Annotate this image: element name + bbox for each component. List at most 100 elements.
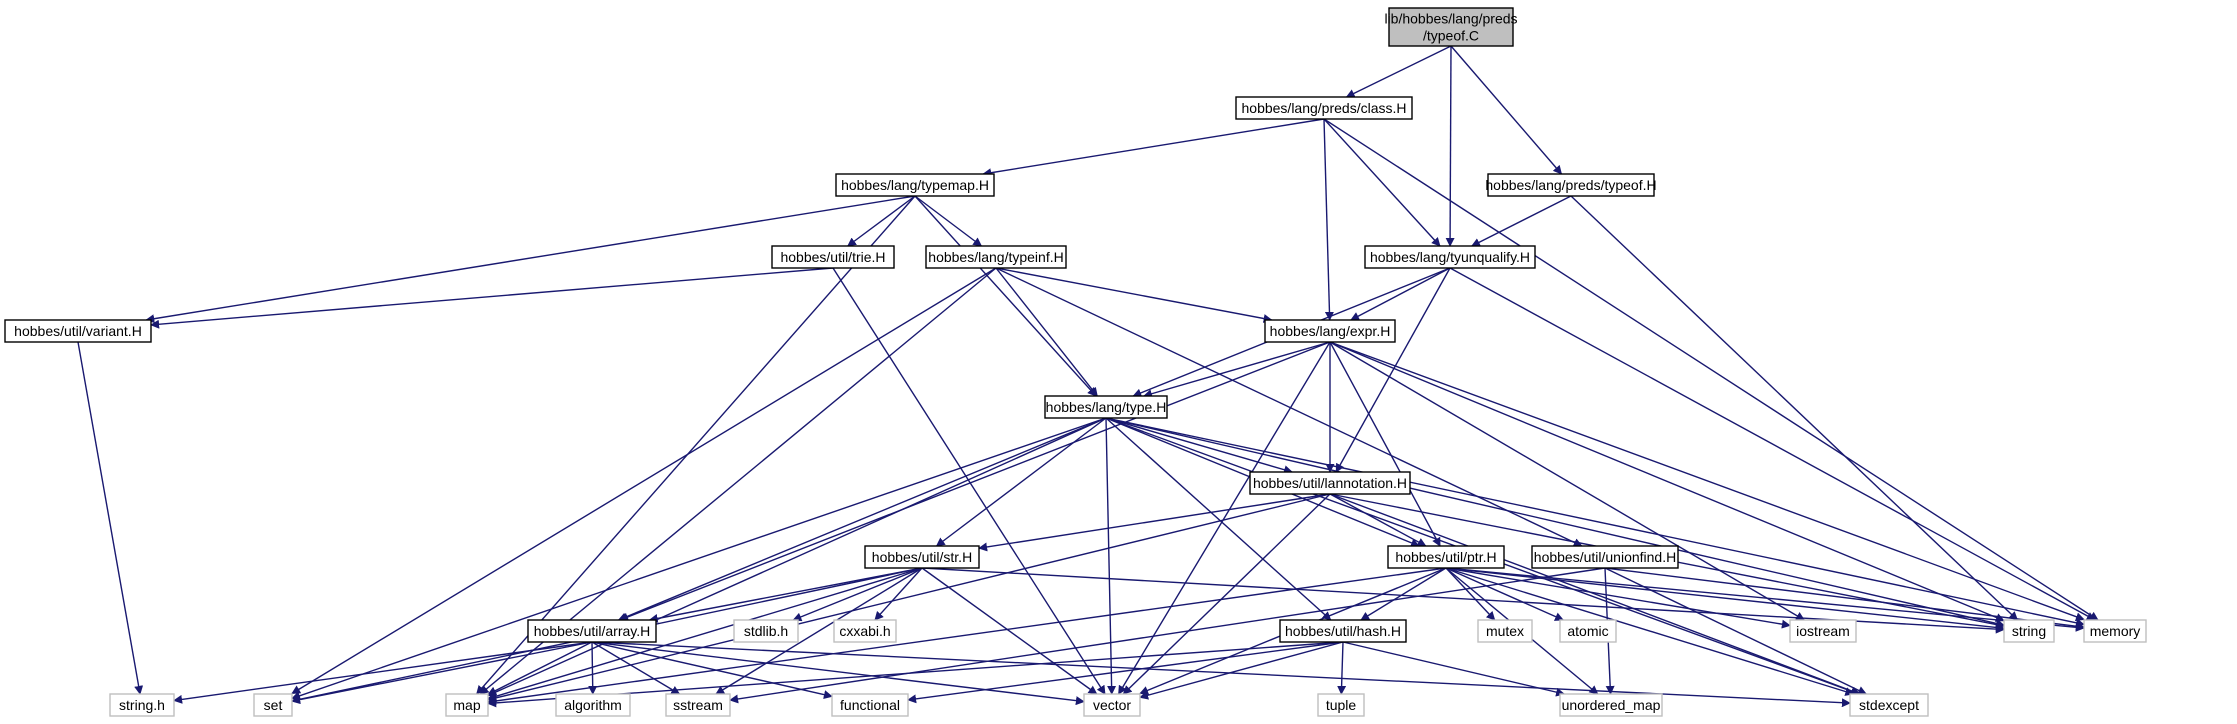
edge-class-h-to-typemap-h	[982, 118, 1325, 178]
node-box-str-h	[864, 545, 980, 569]
node-label-str-h: hobbes/util/str.H	[872, 549, 972, 565]
edge-str-h-to-stdlib-h	[792, 567, 923, 622]
node-label-tuple: tuple	[1326, 697, 1357, 713]
node-label-ptr-h: hobbes/util/ptr.H	[1395, 549, 1496, 565]
node-label-type-h: hobbes/lang/type.H	[1046, 399, 1167, 415]
node-set: set	[253, 693, 293, 717]
edge-typemap-h-to-typeinf-h	[914, 195, 983, 247]
edge-str-h-to-cxxabi-h	[874, 567, 923, 621]
node-unionfind-h[interactable]: hobbes/util/unionfind.H	[1531, 545, 1679, 569]
edge-expr-h-to-iostream	[1329, 341, 1806, 621]
node-ptr-h[interactable]: hobbes/util/ptr.H	[1387, 545, 1505, 569]
node-type-h[interactable]: hobbes/lang/type.H	[1044, 395, 1168, 419]
node-array-h[interactable]: hobbes/util/array.H	[527, 619, 657, 643]
node-box-trie-h	[771, 245, 895, 269]
edge-expr-h-to-type-h	[1143, 341, 1331, 399]
edge-ptr-h-to-mutex	[1445, 567, 1496, 621]
edge-type-h-to-hash-h	[1105, 417, 1332, 621]
node-label-vector: vector	[1093, 697, 1131, 713]
node-label-unordered-map: unordered_map	[1562, 697, 1661, 713]
node-tuple: tuple	[1317, 693, 1365, 717]
edge-tyunqualify-h-to-lannotation-h	[1335, 267, 1451, 473]
edge-expr-h-to-memory	[1329, 341, 2085, 622]
edge-tyunqualify-h-to-expr-h	[1350, 267, 1451, 321]
node-lannotation-h[interactable]: hobbes/util/lannotation.H	[1249, 471, 1411, 495]
node-stdlib-h: stdlib.h	[733, 619, 799, 643]
edge-class-h-to-tyunqualify-h	[1323, 118, 1441, 247]
node-class-h[interactable]: hobbes/lang/preds/class.H	[1235, 96, 1413, 120]
node-label-trie-h: hobbes/util/trie.H	[780, 249, 885, 265]
edge-array-h-to-map	[487, 641, 593, 696]
node-box-unionfind-h	[1531, 545, 1679, 569]
node-box-typeinf-h	[925, 245, 1067, 269]
node-box-string-h	[109, 693, 175, 717]
edge-root-to-preds-typeof-h	[1450, 45, 1563, 175]
node-label-algorithm: algorithm	[564, 697, 622, 713]
edge-lannotation-h-to-stdexcept	[1329, 493, 1861, 696]
node-string-h: string.h	[109, 693, 175, 717]
node-box-array-h	[527, 619, 657, 643]
edge-class-h-to-memory	[1323, 118, 2099, 621]
edge-array-h-to-set	[291, 641, 593, 705]
node-mutex: mutex	[1477, 619, 1533, 643]
node-hash-h[interactable]: hobbes/util/hash.H	[1279, 619, 1407, 643]
node-typemap-h[interactable]: hobbes/lang/typemap.H	[835, 173, 995, 197]
edge-hash-h-to-unordered-map	[1342, 641, 1566, 697]
node-label-stdexcept: stdexcept	[1859, 697, 1919, 713]
node-root[interactable]: lib/hobbes/lang/preds/typeof.C	[1384, 7, 1518, 47]
edge-hash-h-to-functional	[907, 641, 1344, 704]
node-stdexcept: stdexcept	[1849, 693, 1929, 717]
node-tyunqualify-h[interactable]: hobbes/lang/tyunqualify.H	[1364, 245, 1536, 269]
node-box-unordered-map	[1559, 693, 1663, 717]
node-trie-h[interactable]: hobbes/util/trie.H	[771, 245, 895, 269]
edge-str-h-to-map	[487, 567, 923, 701]
edge-array-h-to-sstream	[591, 641, 681, 695]
node-box-stdexcept	[1849, 693, 1929, 717]
node-box-sstream	[665, 693, 731, 717]
node-box-string	[2003, 619, 2055, 643]
node-typeinf-h[interactable]: hobbes/lang/typeinf.H	[925, 245, 1067, 269]
node-label-cxxabi-h: cxxabi.h	[839, 623, 890, 639]
node-box-lannotation-h	[1249, 471, 1411, 495]
edge-array-h-to-vector	[591, 641, 1085, 706]
node-box-preds-typeof-h	[1487, 173, 1655, 197]
edge-trie-h-to-variant-h	[150, 267, 834, 329]
node-label-mutex: mutex	[1486, 623, 1524, 639]
edge-unionfind-h-to-stdexcept	[1604, 567, 1868, 695]
node-box-typemap-h	[835, 173, 995, 197]
edge-type-h-to-string	[1105, 417, 2005, 628]
edge-expr-h-to-vector	[1118, 341, 1331, 695]
edge-str-h-to-sstream	[715, 567, 923, 695]
node-box-tuple	[1317, 693, 1365, 717]
node-label-functional: functional	[840, 697, 900, 713]
edge-tyunqualify-h-to-memory	[1449, 267, 2096, 621]
node-atomic: atomic	[1559, 619, 1617, 643]
edge-hash-h-to-map	[487, 641, 1344, 708]
node-box-vector	[1083, 693, 1141, 717]
node-box-ptr-h	[1387, 545, 1505, 569]
node-memory: memory	[2083, 619, 2147, 643]
edge-ptr-h-to-hash-h	[1360, 567, 1447, 621]
node-label-lannotation-h: hobbes/util/lannotation.H	[1253, 475, 1407, 491]
node-preds-typeof-h[interactable]: hobbes/lang/preds/typeof.H	[1485, 173, 1657, 197]
node-box-expr-h	[1264, 319, 1396, 343]
edge-typemap-h-to-variant-h	[145, 195, 916, 324]
node-box-set	[253, 693, 293, 717]
edge-type-h-to-array-h	[617, 417, 1107, 622]
node-label-tyunqualify-h: hobbes/lang/tyunqualify.H	[1370, 249, 1530, 265]
node-str-h[interactable]: hobbes/util/str.H	[864, 545, 980, 569]
node-box-atomic	[1559, 619, 1617, 643]
node-variant-h[interactable]: hobbes/util/variant.H	[4, 319, 152, 343]
edge-array-h-to-string-h	[173, 641, 593, 704]
edge-root-to-class-h	[1345, 45, 1452, 98]
edge-str-h-to-array-h	[648, 567, 923, 623]
node-label-unionfind-h: hobbes/util/unionfind.H	[1534, 549, 1676, 565]
node-label-atomic: atomic	[1567, 623, 1608, 639]
node-box-memory	[2083, 619, 2147, 643]
node-label-typemap-h: hobbes/lang/typemap.H	[841, 177, 989, 193]
node-label-class-h: hobbes/lang/preds/class.H	[1242, 100, 1407, 116]
edge-hash-h-to-vector	[1139, 641, 1344, 700]
node-unordered-map: unordered_map	[1559, 693, 1663, 717]
node-expr-h[interactable]: hobbes/lang/expr.H	[1264, 319, 1396, 343]
